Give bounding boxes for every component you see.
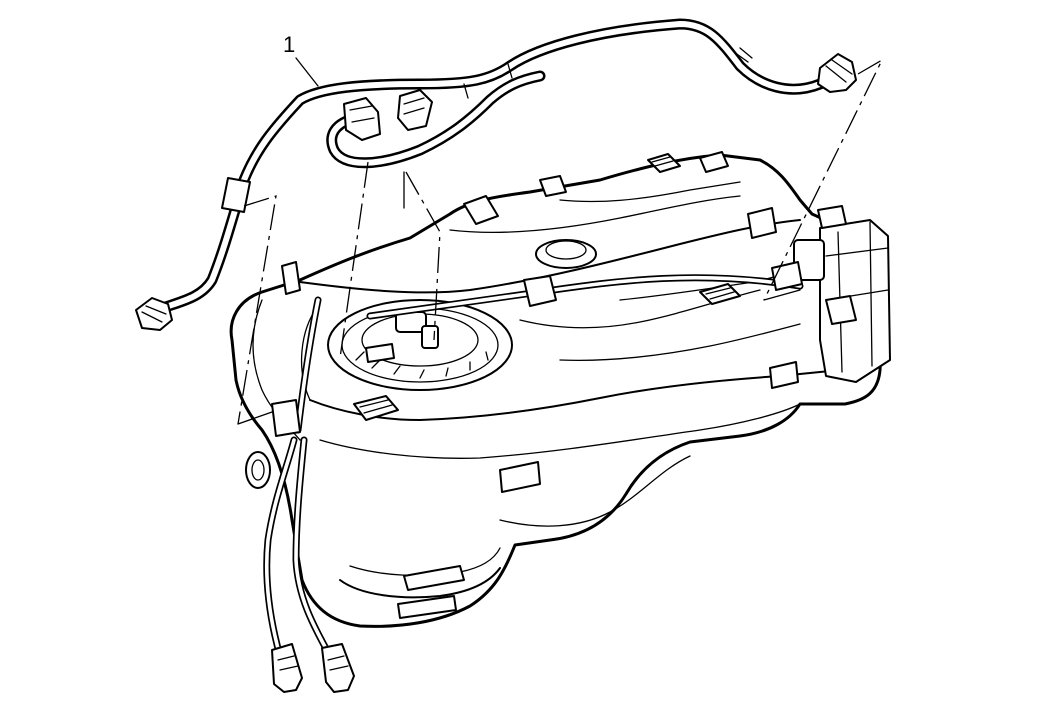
sender-port-ring (535, 239, 597, 269)
filler-inlet-flange (245, 451, 271, 489)
leader-lines (237, 58, 884, 425)
tank-top-ridge (299, 219, 801, 294)
hose-elbow-connector (817, 53, 857, 93)
leader-pump-a (339, 161, 369, 359)
tank-bottom-ledge (499, 455, 691, 527)
vent-hose-assembly (135, 18, 857, 331)
strap-pads (281, 151, 799, 619)
vent-solenoid (747, 207, 777, 239)
tank-top-contour-a (449, 195, 741, 233)
filler-inlet (245, 451, 271, 489)
hose-left-connector (135, 297, 173, 331)
canister-valve (793, 239, 825, 281)
pump-fitting (421, 325, 439, 349)
strap-pad-9 (397, 595, 457, 619)
vent-valve-connector-a (343, 97, 381, 141)
sender-port-cap (545, 240, 587, 260)
strap-pad-10 (281, 261, 301, 295)
hose-collar-left (221, 177, 251, 213)
strap-pad-4 (769, 361, 799, 389)
canister-cap (817, 205, 847, 229)
fuel-lines (263, 261, 804, 693)
leader-left-upper (237, 195, 277, 425)
strap-pad-7 (539, 175, 567, 197)
leader-pump-b (405, 171, 441, 341)
strap-pad-5 (499, 461, 541, 493)
fuel-pump-module (327, 299, 513, 391)
canister-connector (825, 295, 857, 325)
vent-valve-connector-b (397, 89, 433, 131)
line-clip-left (271, 399, 301, 437)
pump-lock-ring (327, 299, 513, 391)
leader-right (763, 58, 884, 301)
tank-lower-ledge (319, 403, 801, 459)
strap-pad-6 (463, 195, 499, 225)
tank-mid-groove-2 (559, 323, 801, 362)
tank-front-pan (339, 567, 501, 599)
callout-1-label: 1 (283, 32, 295, 57)
callout-1: 1 (283, 32, 319, 87)
strap-pad-8 (403, 565, 465, 591)
sender-port (535, 239, 597, 269)
canister-body (819, 219, 891, 383)
strap-pad-3 (353, 395, 399, 421)
tank-top-contour-b (559, 181, 741, 203)
strap-pad-11 (699, 151, 729, 173)
pump-outlet (365, 343, 395, 363)
evap-canister (747, 205, 891, 383)
line-clip-center (523, 275, 557, 307)
tank-outline (229, 153, 886, 628)
fuel-tank (229, 153, 886, 628)
callout-1-leader (295, 57, 319, 87)
